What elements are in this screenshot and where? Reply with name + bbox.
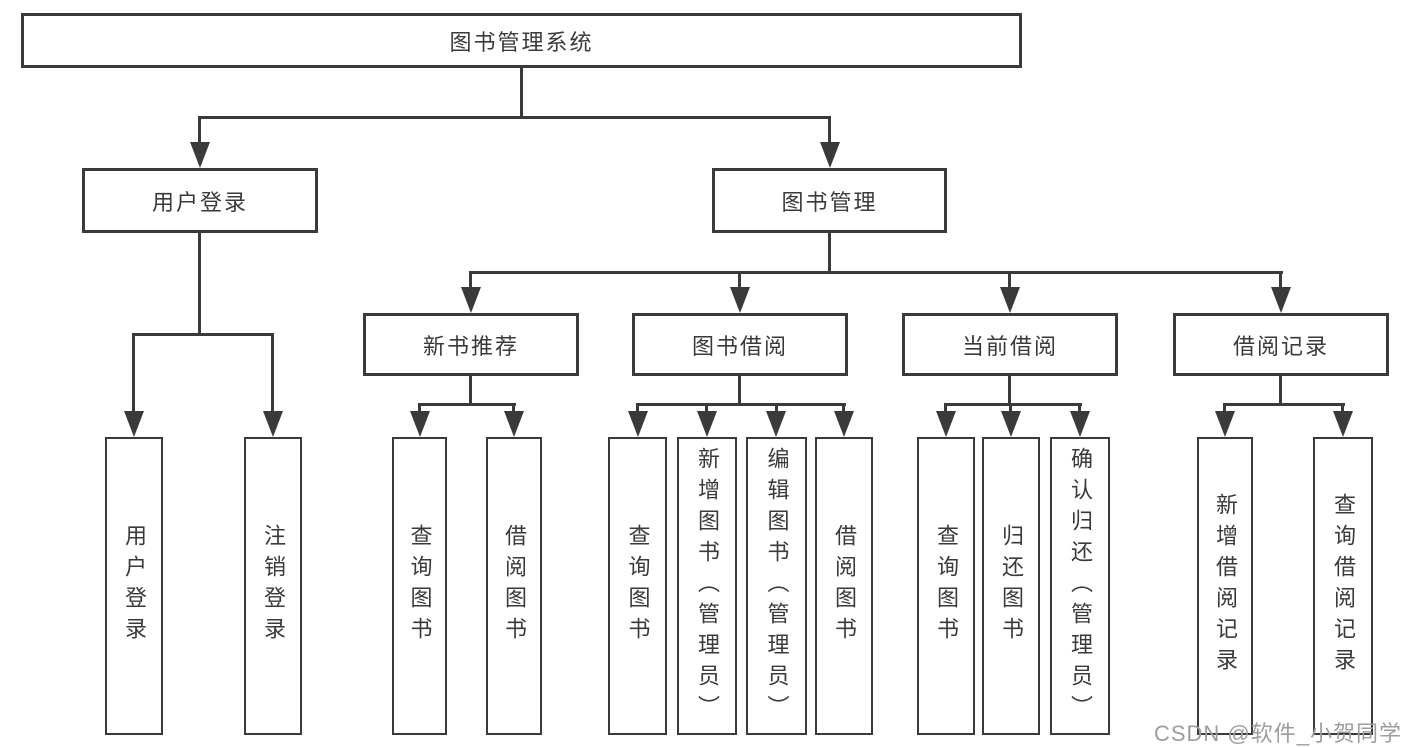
connector-line-vertical: [944, 403, 947, 413]
arrow-down-icon: [1271, 287, 1291, 313]
arrow-down-icon: [766, 411, 786, 437]
arrow-down-icon: [697, 411, 717, 437]
leaf-user-login: 用户登录: [105, 437, 163, 735]
leaf-edit-book-admin: 编辑图书（管理员）: [746, 437, 807, 735]
connector-line-vertical: [1279, 271, 1282, 289]
arrow-down-icon: [1000, 287, 1020, 313]
arrow-down-icon: [263, 411, 283, 437]
leaf-label: 注销登录: [261, 524, 286, 648]
connector-line-horizontal: [198, 116, 831, 119]
connector-line-vertical: [842, 403, 845, 413]
node-book-borrow: 图书借阅: [632, 313, 848, 376]
connector-line-vertical: [1078, 403, 1081, 413]
leaf-add-book-admin: 新增图书（管理员）: [677, 437, 737, 735]
leaf-label: 新增图书（管理员）: [695, 446, 720, 726]
leaf-borrow-book-recommend: 借阅图书: [486, 437, 542, 735]
connector-line-vertical: [1279, 376, 1282, 406]
node-label: 用户登录: [151, 189, 248, 215]
leaf-label: 查询借阅记录: [1331, 493, 1356, 679]
arrow-down-icon: [820, 142, 840, 168]
arrow-down-icon: [1333, 411, 1353, 437]
leaf-add-borrow-record: 新增借阅记录: [1197, 437, 1253, 735]
leaf-query-book-recommend: 查询图书: [392, 437, 447, 735]
node-user-login: 用户登录: [82, 168, 318, 233]
connector-line-vertical: [198, 233, 201, 336]
leaf-logout: 注销登录: [244, 437, 302, 735]
leaf-label: 借阅图书: [832, 524, 857, 648]
connector-line-vertical: [775, 403, 778, 413]
connector-line-vertical: [271, 333, 274, 413]
node-borrow-record: 借阅记录: [1173, 313, 1389, 376]
connector-line-vertical: [1008, 376, 1011, 406]
connector-line-vertical: [1009, 403, 1012, 413]
connector-line-vertical: [132, 333, 135, 413]
leaf-query-borrow-record: 查询借阅记录: [1313, 437, 1373, 735]
arrow-down-icon: [1215, 411, 1235, 437]
node-root: 图书管理系统: [21, 13, 1022, 68]
node-label: 图书借阅: [691, 333, 788, 359]
connector-line-vertical: [1223, 403, 1226, 413]
connector-line-vertical: [469, 376, 472, 406]
connector-line-vertical: [520, 68, 523, 119]
arrow-down-icon: [410, 411, 430, 437]
leaf-label: 编辑图书（管理员）: [764, 446, 790, 726]
connector-line-vertical: [738, 271, 741, 289]
leaf-label: 归还图书: [999, 524, 1024, 648]
connector-line-vertical: [738, 376, 741, 406]
arrow-down-icon: [730, 287, 750, 313]
leaf-label: 查询图书: [407, 524, 433, 648]
connector-line-horizontal: [418, 403, 516, 406]
leaf-return-book: 归还图书: [982, 437, 1040, 735]
node-label: 借阅记录: [1232, 333, 1329, 359]
connector-line-vertical: [418, 403, 421, 413]
connector-line-vertical: [828, 233, 831, 274]
connector-line-horizontal: [132, 333, 274, 336]
leaf-label: 查询图书: [625, 524, 651, 648]
node-label: 图书管理: [781, 189, 878, 215]
leaf-query-book-borrow: 查询图书: [608, 437, 667, 735]
watermark: CSDN @软件_小贺同学: [1153, 721, 1402, 746]
connector-line-horizontal: [944, 403, 1082, 406]
arrow-down-icon: [1070, 411, 1090, 437]
arrow-down-icon: [504, 411, 524, 437]
leaf-borrow-book: 借阅图书: [815, 437, 873, 735]
connector-line-vertical: [1341, 403, 1344, 413]
leaf-label: 新增借阅记录: [1213, 493, 1238, 679]
connector-line-vertical: [1008, 271, 1011, 289]
node-current-borrow: 当前借阅: [902, 313, 1118, 376]
node-book-management: 图书管理: [712, 168, 947, 233]
leaf-label: 用户登录: [122, 524, 147, 648]
arrow-down-icon: [936, 411, 956, 437]
connector-line-vertical: [636, 403, 639, 413]
connector-line-vertical: [469, 271, 472, 289]
node-new-book-recommend: 新书推荐: [363, 313, 579, 376]
arrow-down-icon: [628, 411, 648, 437]
leaf-label: 查询图书: [934, 524, 959, 648]
connector-line-horizontal: [469, 271, 1283, 274]
connector-line-vertical: [512, 403, 515, 413]
leaf-label: 借阅图书: [502, 524, 527, 648]
leaf-confirm-return-admin: 确认归还（管理员）: [1050, 437, 1110, 735]
arrow-down-icon: [461, 287, 481, 313]
node-root-label: 图书管理系统: [449, 29, 594, 55]
arrow-down-icon: [834, 411, 854, 437]
connector-line-vertical: [198, 116, 201, 144]
connector-line-horizontal: [636, 403, 846, 406]
arrow-down-icon: [124, 411, 144, 437]
node-label: 当前借阅: [961, 333, 1058, 359]
leaf-label: 确认归还（管理员）: [1068, 446, 1093, 726]
connector-line-horizontal: [1223, 403, 1345, 406]
connector-line-vertical: [828, 116, 831, 144]
node-label: 新书推荐: [422, 333, 519, 359]
arrow-down-icon: [1001, 411, 1021, 437]
leaf-query-book-current: 查询图书: [917, 437, 975, 735]
connector-line-vertical: [705, 403, 708, 413]
arrow-down-icon: [190, 142, 210, 168]
